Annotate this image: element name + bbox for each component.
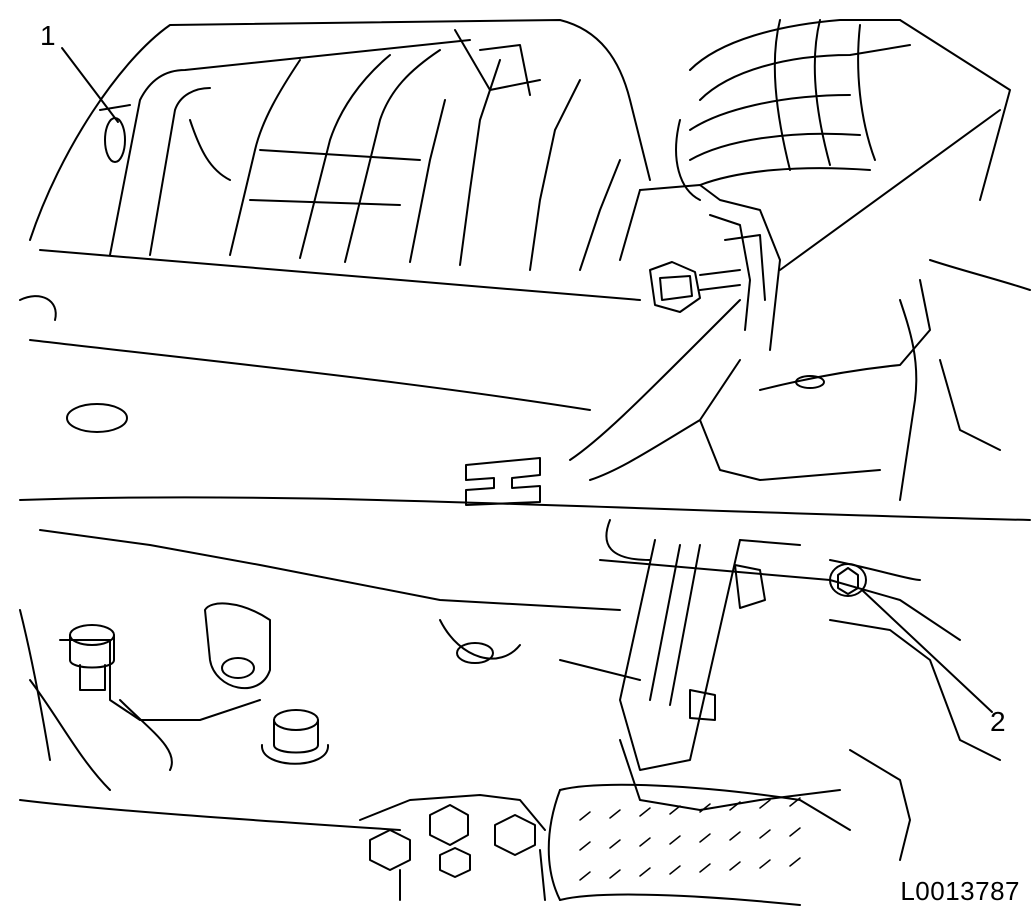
transmission-housing-lower bbox=[19, 529, 1001, 861]
mount-bracket-lower bbox=[605, 519, 841, 811]
subframe-crossmember bbox=[19, 109, 1031, 521]
transmission-housing-upper bbox=[29, 19, 651, 271]
braided-hose bbox=[547, 783, 851, 906]
callout-number-2: 2 bbox=[990, 706, 1006, 737]
housing-bolt-hole bbox=[104, 117, 126, 163]
bolt-cluster-bottom bbox=[359, 794, 546, 901]
bolt-left bbox=[69, 624, 115, 691]
figure-reference-id: L0013787 bbox=[900, 876, 1020, 906]
crossmember-oval-hole bbox=[66, 403, 128, 433]
i-beam-marking bbox=[465, 457, 541, 506]
driveshaft-boot bbox=[675, 19, 1011, 201]
bolt-middle bbox=[260, 709, 330, 765]
mount-bolt-callout-2 bbox=[829, 563, 867, 597]
leader-line-1 bbox=[61, 47, 119, 123]
mount-nut bbox=[649, 261, 701, 313]
leader-line-2 bbox=[861, 589, 993, 713]
mount-bracket-upper bbox=[619, 184, 781, 351]
lower-housing-bolts bbox=[69, 624, 546, 901]
housing-boss bbox=[221, 657, 255, 679]
callout-number-1: 1 bbox=[40, 20, 56, 51]
